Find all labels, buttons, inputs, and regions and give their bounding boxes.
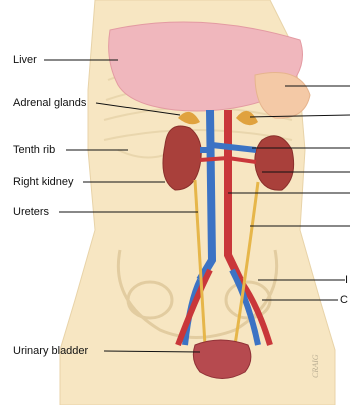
renal-artery-right: [200, 158, 228, 160]
label-right-partial-iliac: I: [345, 274, 348, 286]
label-tenth-rib: Tenth rib: [13, 144, 55, 156]
label-right-kidney: Right kidney: [13, 176, 74, 188]
urinary-bladder: [193, 340, 251, 379]
artist-signature: CRAIG: [311, 354, 320, 378]
label-urinary-bladder: Urinary bladder: [13, 345, 88, 357]
label-right-partial-common: C: [340, 294, 348, 306]
label-liver: Liver: [13, 54, 37, 66]
label-ureters: Ureters: [13, 206, 49, 218]
label-adrenal-glands: Adrenal glands: [13, 97, 86, 109]
